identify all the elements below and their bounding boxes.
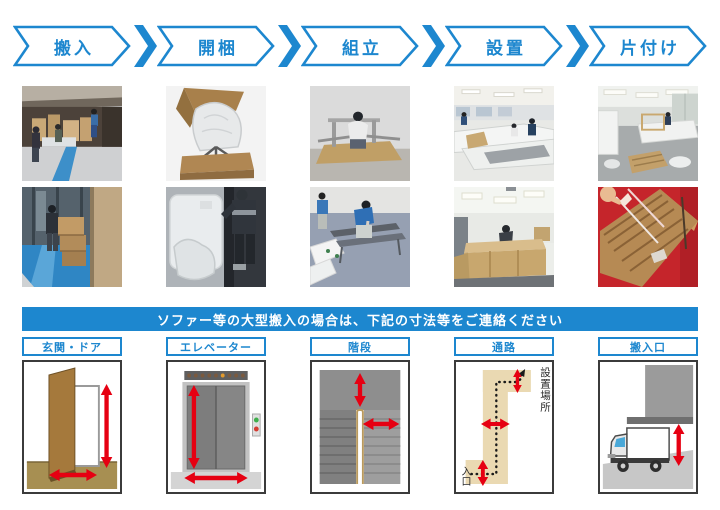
chevron-banner-shape bbox=[589, 25, 707, 67]
height-arrow bbox=[188, 385, 200, 469]
notice-banner: ソファー等の大型搬入の場合は、下記の寸法等をご連絡ください bbox=[22, 307, 698, 331]
guide-label: 階段 bbox=[310, 337, 410, 356]
photo-installed-office-room bbox=[598, 86, 698, 181]
step-unpacking: 開梱 bbox=[157, 25, 275, 67]
step-label: 開梱 bbox=[198, 38, 238, 58]
guide-elevator: エレベーター bbox=[166, 337, 266, 494]
process-photo-grid bbox=[22, 86, 698, 287]
photo-office-desk-setup bbox=[454, 86, 554, 181]
chevron-separator-icon bbox=[278, 25, 301, 67]
photo-counter-installation bbox=[454, 187, 554, 287]
step-assembly: 組立 bbox=[301, 25, 419, 67]
step-installation: 設置 bbox=[445, 25, 563, 67]
process-steps-row: 搬入 開梱 組立 設置 片付け bbox=[13, 25, 707, 67]
chevron-banner-shape bbox=[157, 25, 275, 67]
notice-banner-text: ソファー等の大型搬入の場合は、下記の寸法等をご連絡ください bbox=[156, 312, 563, 328]
chevron-banner-shape bbox=[445, 25, 563, 67]
chevron-banner-shape bbox=[13, 25, 131, 67]
guide-label: 搬入口 bbox=[598, 337, 698, 356]
entrance-door-diagram bbox=[22, 360, 122, 494]
step-label: 片付け bbox=[620, 38, 680, 58]
corridor-diagram: 設置場所 入口 bbox=[454, 360, 554, 494]
truck-icon bbox=[607, 427, 670, 472]
guide-label: エレベーター bbox=[166, 337, 266, 356]
step-label: 設置 bbox=[486, 38, 526, 58]
guide-label-text: エレベーター bbox=[180, 341, 252, 354]
guide-stairs: 階段 bbox=[310, 337, 410, 494]
guide-label: 通路 bbox=[454, 337, 554, 356]
chevron-banner-shape bbox=[301, 25, 419, 67]
stairs-diagram bbox=[310, 360, 410, 494]
clearance-height-arrow bbox=[672, 424, 685, 466]
guide-label-text: 階段 bbox=[348, 341, 372, 354]
elevator-diagram bbox=[166, 360, 266, 494]
guide-label-text: 玄関・ドア bbox=[42, 341, 102, 354]
photo-unboxing-wrapped-chair bbox=[166, 86, 266, 181]
corridor-arrow-middle bbox=[480, 418, 510, 430]
guide-entrance-door: 玄関・ドア bbox=[22, 337, 122, 494]
guide-label-text: 搬入口 bbox=[630, 341, 666, 354]
step-cleanup: 片付け bbox=[589, 25, 707, 67]
photo-truck-unloading bbox=[22, 86, 122, 181]
guide-label: 玄関・ドア bbox=[22, 337, 122, 356]
dimension-guides-row: 玄関・ドア bbox=[22, 337, 698, 494]
chevron-separator-icon bbox=[134, 25, 157, 67]
step-label: 組立 bbox=[342, 38, 382, 58]
photo-carrying-wrapped-furniture bbox=[166, 187, 266, 287]
guide-corridor: 通路 bbox=[454, 337, 554, 494]
landing-depth-arrow bbox=[354, 373, 366, 407]
photo-desk-frame-assembly bbox=[310, 86, 410, 181]
step-carry-in: 搬入 bbox=[13, 25, 131, 67]
photo-boxes-at-entrance bbox=[22, 187, 122, 287]
width-arrow bbox=[48, 469, 97, 481]
height-arrow bbox=[100, 384, 113, 468]
stair-width-arrow bbox=[362, 418, 400, 430]
chevron-separator-icon bbox=[566, 25, 589, 67]
width-arrow bbox=[184, 472, 248, 484]
guide-label-text: 通路 bbox=[492, 341, 516, 354]
step-label: 搬入 bbox=[54, 38, 94, 58]
photo-metal-frame-assembly bbox=[310, 187, 410, 287]
loading-dock-diagram bbox=[598, 360, 698, 494]
entrance-label: 入口 bbox=[459, 466, 470, 486]
photo-cardboard-strapping bbox=[598, 187, 698, 287]
corridor-arrow-top bbox=[513, 369, 522, 393]
destination-label: 設置場所 bbox=[539, 367, 551, 413]
corridor-arrow-bottom bbox=[477, 460, 489, 486]
guide-loading-dock: 搬入口 bbox=[598, 337, 698, 494]
chevron-separator-icon bbox=[422, 25, 445, 67]
